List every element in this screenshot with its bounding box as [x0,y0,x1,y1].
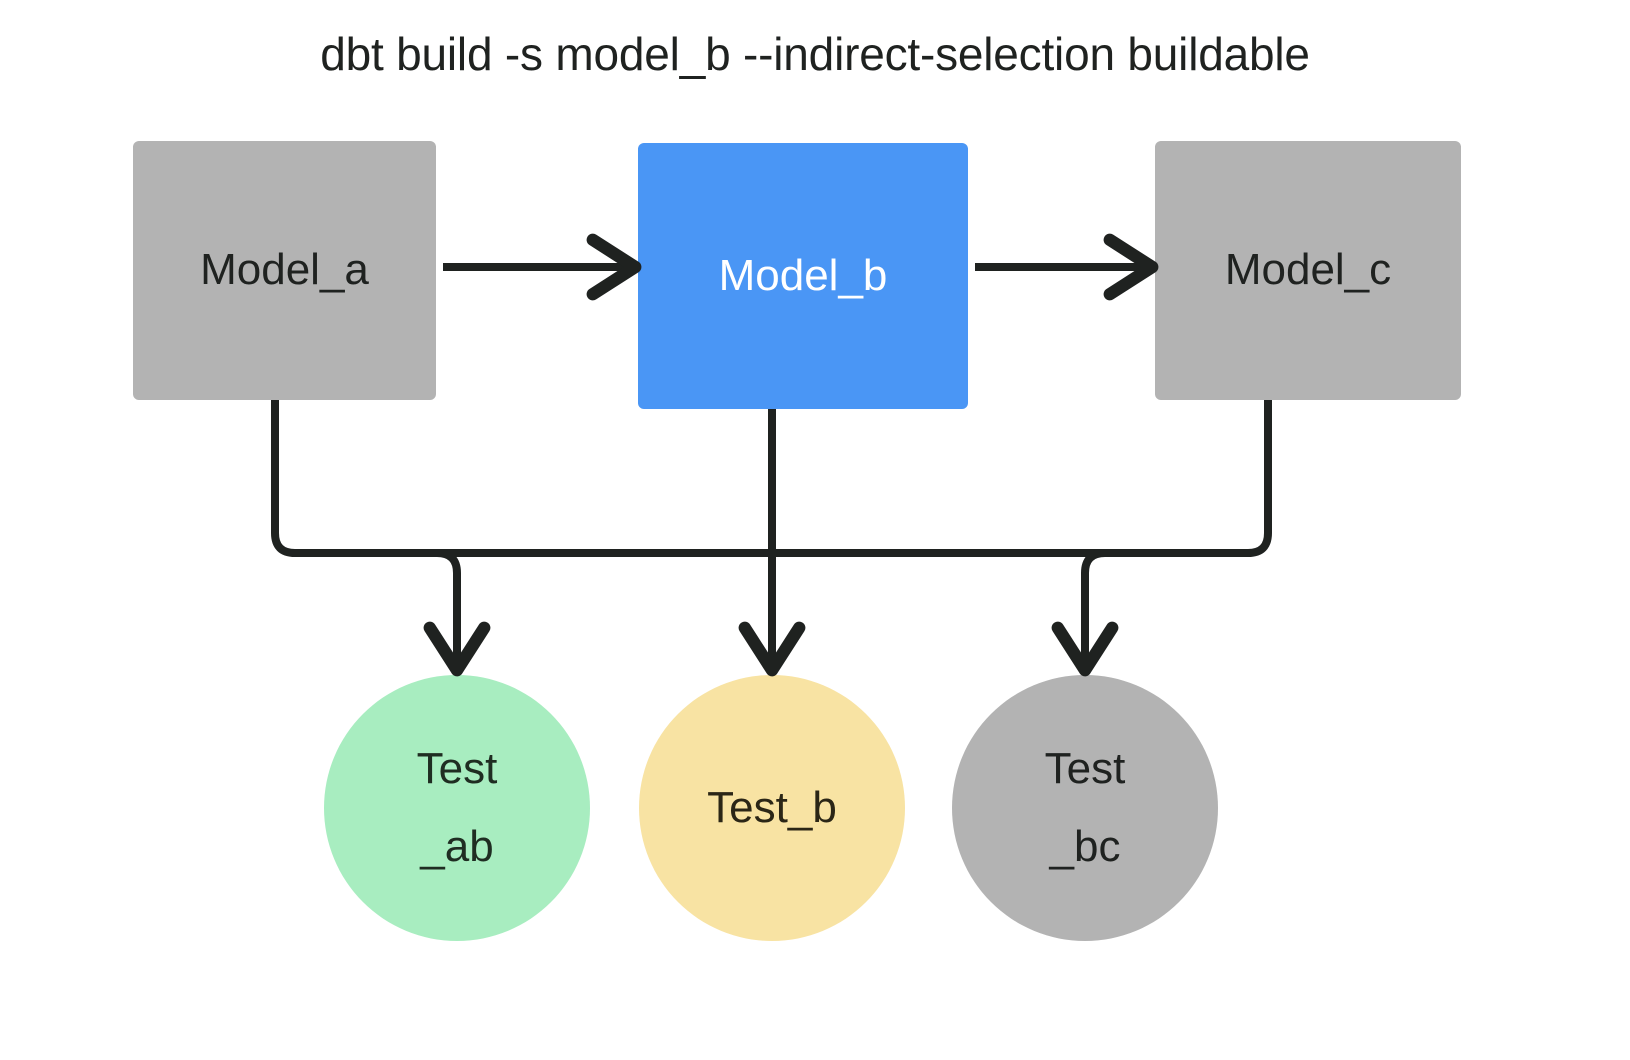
node-model-c-label: Model_c [1224,245,1392,295]
node-model-c[interactable]: Model_c [1155,141,1461,400]
node-test-ab-label-line-2: _ab [420,822,494,871]
node-test-ab-label-line-1: Test [416,743,498,793]
edge-model-c-to-test-bc [772,400,1272,557]
node-test-b-label-line-1: Test_b [707,782,837,832]
diagram-title: dbt build -s model_b --indirect-selectio… [320,28,1310,80]
node-model-b-label: Model_b [718,250,888,300]
edge-model-a-to-test-ab [271,400,772,557]
node-test-b[interactable]: Test_b [639,675,905,941]
node-model-a[interactable]: Model_a [133,141,436,400]
node-test-bc-label-line-2: _bc [1049,822,1121,871]
edge-model-b-to-test-bc [1051,549,1119,677]
node-model-b[interactable]: Model_b [638,143,968,409]
node-test-ab[interactable]: Test _ab [324,675,590,941]
node-model-a-label: Model_a [200,245,369,295]
edge-model-b-to-test-ab [423,549,491,677]
node-test-bc[interactable]: Test _bc [952,675,1218,941]
node-test-bc-label-line-1: Test [1044,743,1126,793]
